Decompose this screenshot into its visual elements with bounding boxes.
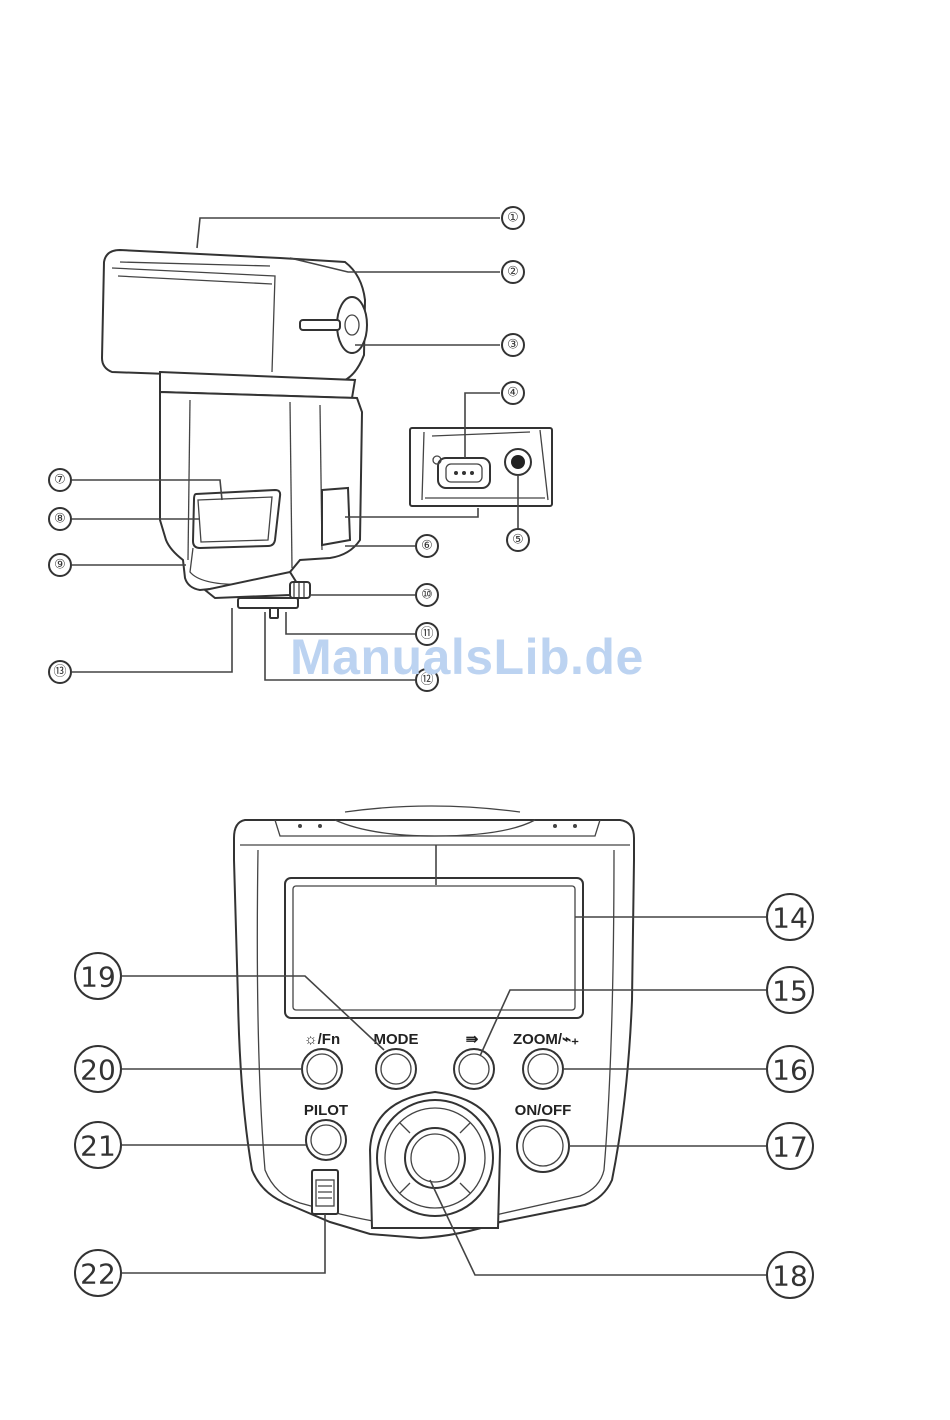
callout-5: ⑤ xyxy=(507,529,529,551)
callout-9: ⑨ xyxy=(49,554,71,576)
svg-text:18: 18 xyxy=(772,1260,808,1293)
locking-ring xyxy=(290,582,310,598)
callout-8: ⑧ xyxy=(49,508,71,530)
callout-19: 19 xyxy=(75,953,121,999)
callout-4: ④ xyxy=(502,382,524,404)
svg-text:21: 21 xyxy=(80,1130,116,1163)
svg-text:22: 22 xyxy=(80,1258,116,1291)
hot-shoe xyxy=(238,598,298,608)
zoom-button[interactable] xyxy=(523,1049,563,1089)
zoom-button-label: ZOOM/⌁₊ xyxy=(513,1031,579,1048)
callout-2: ② xyxy=(502,261,524,283)
svg-text:16: 16 xyxy=(772,1054,808,1087)
callout-20: 20 xyxy=(75,1046,121,1092)
pilot-button[interactable] xyxy=(306,1120,346,1160)
svg-text:④: ④ xyxy=(507,386,519,401)
svg-text:⑬: ⑬ xyxy=(53,665,66,680)
lock-switch[interactable] xyxy=(312,1170,338,1214)
svg-text:14: 14 xyxy=(772,902,808,935)
callout-22: 22 xyxy=(75,1250,121,1296)
svg-text:⑥: ⑥ xyxy=(421,539,433,554)
svg-text:⑨: ⑨ xyxy=(54,558,66,573)
onoff-button-label: ON/OFF xyxy=(515,1102,572,1119)
svg-text:19: 19 xyxy=(80,961,116,994)
set-button[interactable] xyxy=(405,1128,465,1188)
svg-text:⑦: ⑦ xyxy=(54,473,66,488)
svg-text:17: 17 xyxy=(772,1131,808,1164)
svg-text:20: 20 xyxy=(80,1054,116,1087)
release-lever xyxy=(300,320,340,330)
callout-1: ① xyxy=(502,207,524,229)
callout-15: 15 xyxy=(767,967,813,1013)
lcd-panel xyxy=(285,878,583,1018)
svg-text:15: 15 xyxy=(772,975,808,1008)
svg-text:③: ③ xyxy=(507,338,519,353)
callout-21: 21 xyxy=(75,1122,121,1168)
callout-7: ⑦ xyxy=(49,469,71,491)
svg-text:⑤: ⑤ xyxy=(512,533,524,548)
mode-button[interactable] xyxy=(376,1049,416,1089)
callout-3: ③ xyxy=(502,334,524,356)
svg-text:②: ② xyxy=(507,265,519,280)
watermark: ManualsLib.de xyxy=(290,628,644,686)
multi-button[interactable] xyxy=(454,1049,494,1089)
callout-18: 18 xyxy=(767,1252,813,1298)
pilot-button-label: PILOT xyxy=(304,1102,348,1119)
callout-14: 14 xyxy=(767,894,813,940)
callout-6: ⑥ xyxy=(416,535,438,557)
ports-inset xyxy=(410,428,552,506)
onoff-button[interactable] xyxy=(517,1120,569,1172)
callout-10: ⑩ xyxy=(416,584,438,606)
multi-button-label: ⇛ xyxy=(466,1031,479,1048)
fn-button[interactable] xyxy=(302,1049,342,1089)
svg-text:①: ① xyxy=(507,211,519,226)
flash-back-view: ☼/Fn MODE ⇛ ZOOM/⌁₊ PILOT ON/OFF xyxy=(75,806,813,1298)
flash-side-view: ① ② ③ ④ ⑤ ⑥ ⑦ ⑧ ⑨ ⑩ ⑪ ⑫ ⑬ xyxy=(49,207,552,691)
control-dial[interactable] xyxy=(370,1092,500,1228)
callout-17: 17 xyxy=(767,1123,813,1169)
svg-text:⑩: ⑩ xyxy=(421,588,433,603)
callout-16: 16 xyxy=(767,1046,813,1092)
svg-text:⑧: ⑧ xyxy=(54,512,66,527)
fn-button-label: ☼/Fn xyxy=(304,1031,340,1048)
callout-13: ⑬ xyxy=(49,661,71,683)
